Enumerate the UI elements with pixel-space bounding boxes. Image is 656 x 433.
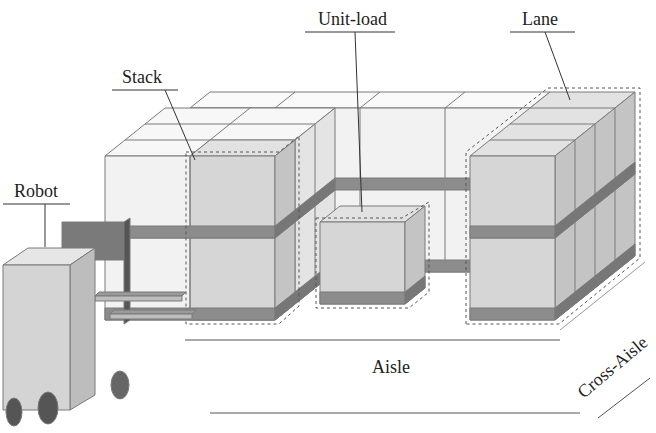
lane-block bbox=[466, 88, 640, 324]
stack-outline bbox=[186, 136, 299, 324]
floor-line bbox=[210, 413, 580, 414]
part-label: Cross-Aisle bbox=[574, 333, 651, 401]
lane-outline bbox=[466, 88, 640, 324]
part-label: Unit-load bbox=[318, 10, 387, 28]
unit-load-box bbox=[316, 202, 429, 308]
part-label: Robot bbox=[14, 182, 58, 200]
floor-line bbox=[185, 340, 560, 341]
leader-lines bbox=[3, 32, 575, 247]
robot-forklift bbox=[3, 218, 196, 426]
part-label: Aisle bbox=[372, 358, 410, 376]
part-label: Stack bbox=[122, 68, 162, 86]
part-label: Lane bbox=[522, 10, 558, 28]
